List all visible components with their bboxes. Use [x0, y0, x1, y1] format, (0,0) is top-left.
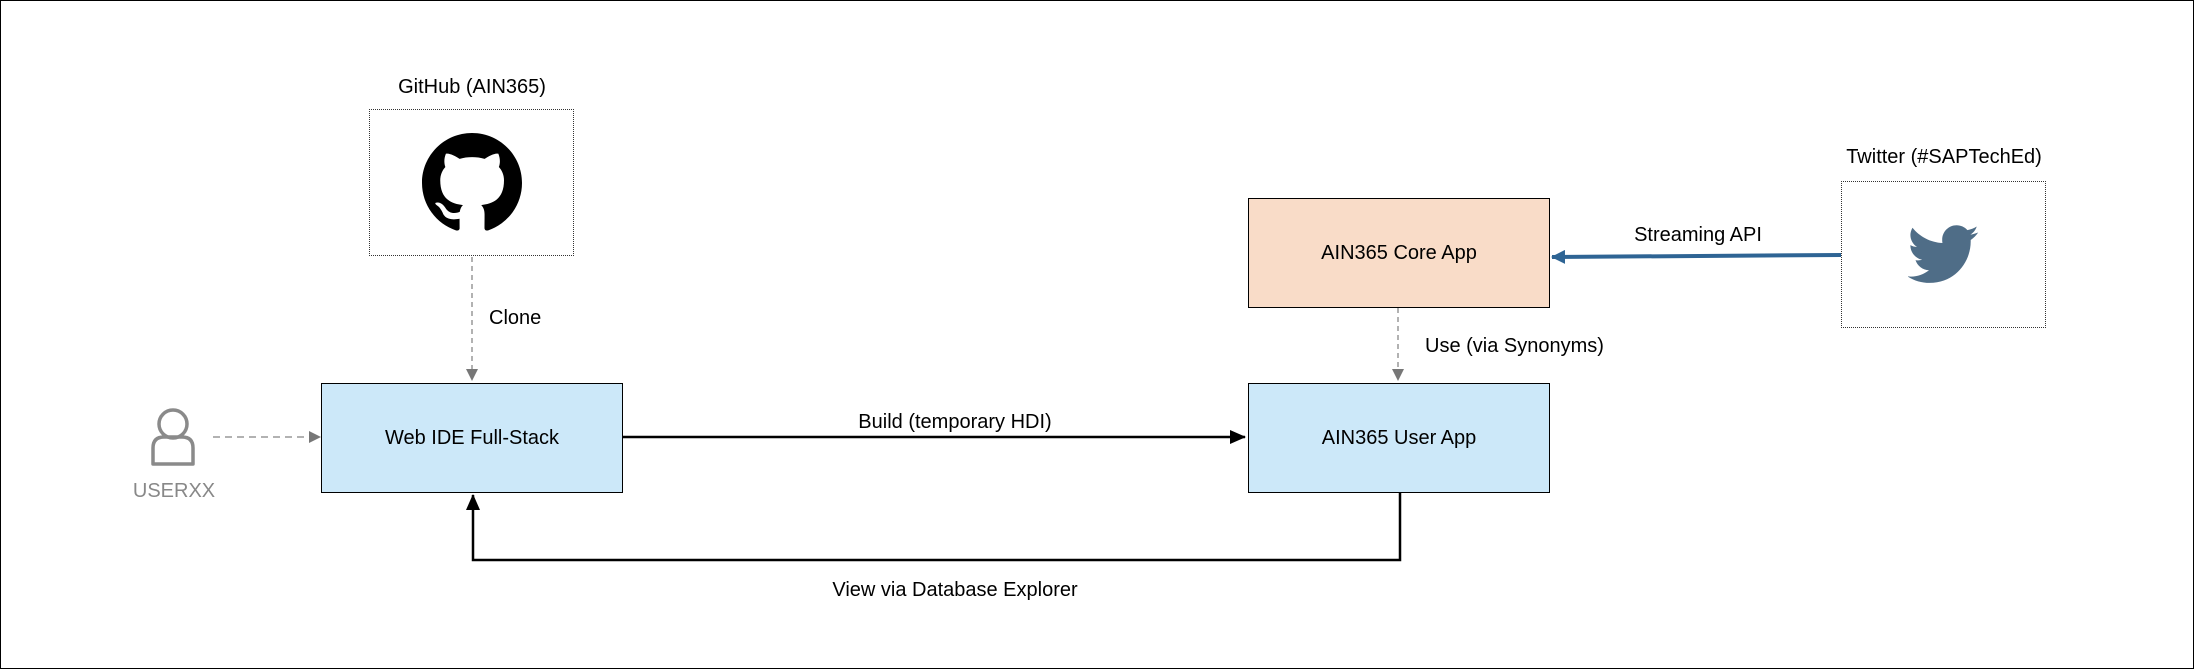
web-ide-label: Web IDE Full-Stack [384, 426, 560, 449]
web-ide-node[interactable]: Web IDE Full-Stack [321, 383, 623, 493]
streaming-label: Streaming API [1634, 224, 1762, 246]
twitter-node[interactable] [1841, 181, 2046, 328]
core-app-label: AIN365 Core App [1321, 241, 1477, 264]
streaming-arrow [1551, 249, 1842, 264]
twitter-bird-icon [1907, 224, 1979, 283]
user-app-label: AIN365 User App [1321, 426, 1477, 449]
github-icon [421, 132, 522, 231]
build-label: Build (temporary HDI) [858, 411, 1052, 433]
clone-label: Clone [489, 307, 542, 329]
user-label: USERXX [132, 480, 216, 502]
user-person-icon [151, 408, 195, 466]
view-label: View via Database Explorer [832, 579, 1078, 601]
synonyms-label: Use (via Synonyms) [1425, 335, 1604, 357]
core-app-node[interactable]: AIN365 Core App [1248, 198, 1550, 308]
github-label: GitHub (AIN365) [398, 76, 546, 98]
twitter-label: Twitter (#SAPTechEd) [1846, 146, 2042, 168]
github-node[interactable] [369, 109, 574, 256]
view-arrow [466, 493, 1402, 562]
user-app-node[interactable]: AIN365 User App [1248, 383, 1550, 493]
